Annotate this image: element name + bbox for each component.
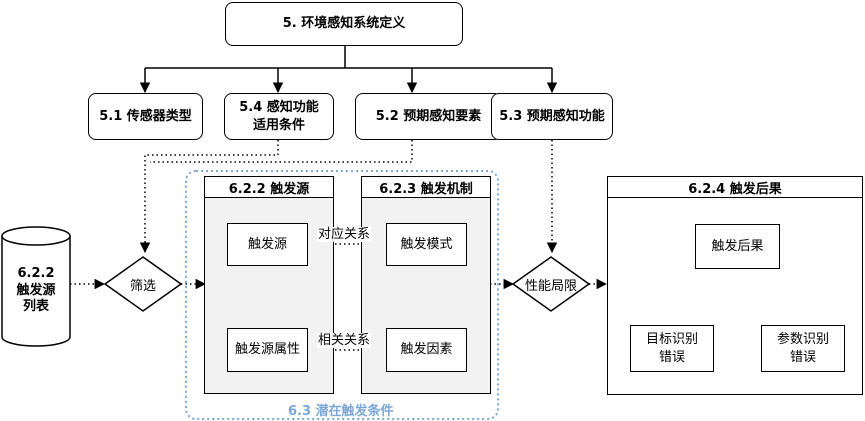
filter-diamond — [103, 256, 183, 312]
trigger-source-list-label: 6.2.2 触发源 列表 — [16, 265, 56, 315]
sensor-types-node: 5.1 传感器类型 — [88, 93, 203, 140]
database-cylinder — [1, 226, 71, 347]
potential-trigger-group-border — [185, 170, 499, 420]
parameter-recognition-error-node: 参数识别 错误 — [761, 325, 845, 372]
potential-trigger-group-label: 6.3 潜在触发条件 — [288, 404, 394, 419]
env-perception-definition-node: 5. 环境感知系统定义 — [225, 2, 463, 46]
expected-elements-node: 5.2 预期感知要素 — [355, 93, 502, 140]
top-tree-edges — [139, 45, 558, 94]
correspondence-label: 对应关系 — [317, 227, 372, 242]
trigger-factor-node: 触发因素 — [386, 328, 467, 372]
perf-limit-label: 性能局限 — [524, 278, 577, 294]
perf-limit-diamond — [511, 256, 591, 312]
filter-label: 筛选 — [129, 278, 156, 294]
trigger-source-node: 触发源 — [227, 223, 308, 266]
trigger-mechanism-panel-title: 6.2.3 触发机制 — [362, 177, 490, 198]
trigger-source-attr-node: 触发源属性 — [227, 328, 308, 372]
trigger-consequence-panel-title: 6.2.4 触发后果 — [608, 177, 862, 198]
correlation-label: 相关关系 — [317, 333, 372, 348]
expected-functions-node: 5.3 预期感知功能 — [491, 93, 613, 140]
trigger-source-panel-title: 6.2.2 触发源 — [205, 177, 333, 198]
applicable-conditions-node: 5.4 感知功能 适用条件 — [224, 93, 334, 140]
trigger-mechanism-panel: 6.2.3 触发机制 — [361, 176, 491, 394]
target-recognition-error-node: 目标识别 错误 — [630, 325, 714, 372]
trigger-mode-node: 触发模式 — [386, 223, 467, 266]
trigger-consequence-node: 触发后果 — [695, 224, 780, 269]
